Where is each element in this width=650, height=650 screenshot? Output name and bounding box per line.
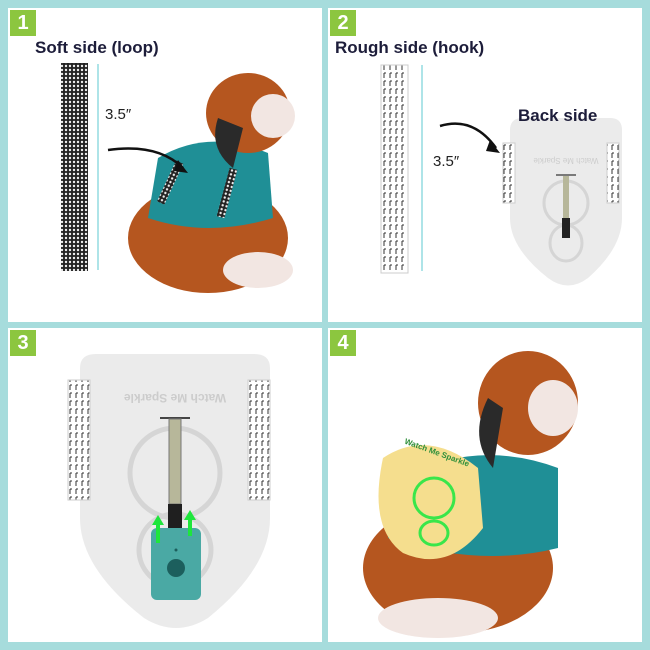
step-title: Rough side (hook) — [335, 38, 485, 57]
step-1-panel: 1 Soft side (loop) 3.5″ — [8, 8, 322, 322]
loop-strip-illustration — [61, 63, 295, 293]
hook-strip-illustration: Watch Me Sparkle — [380, 64, 622, 286]
hook-strip — [380, 64, 409, 274]
length-label: 3.5″ — [105, 106, 132, 123]
step-2-panel: 2 Rough side (hook) Watch Me Sparkle Bac… — [328, 8, 642, 322]
step-title: Soft side (loop) — [35, 38, 159, 57]
step-3-panel: 3 Watch Me Sparkle — [8, 328, 322, 642]
step-badge: 3 — [10, 330, 36, 356]
back-side-label: Back side — [518, 106, 598, 125]
up-arrow-icon — [152, 510, 196, 543]
glowing-patch: Watch Me Sparkle — [378, 437, 483, 560]
dog-with-vest — [128, 73, 295, 293]
attach-tracker-illustration: Watch Me Sparkle — [67, 354, 271, 628]
loop-strip — [61, 63, 88, 271]
dog-wearing-patch-illustration: Watch Me Sparkle — [363, 351, 578, 638]
tracker-device — [151, 528, 201, 600]
step-4-panel: 4 Watch Me Sparkle — [328, 328, 642, 642]
length-label: 3.5″ — [433, 153, 460, 170]
step-badge: 1 — [10, 10, 36, 36]
patch-text-mirrored: Watch Me Sparkle — [533, 156, 599, 165]
step-badge: 2 — [330, 10, 356, 36]
step-badge: 4 — [330, 330, 356, 356]
patch-text-mirrored: Watch Me Sparkle — [124, 391, 227, 405]
arrow-icon — [439, 122, 498, 149]
patch-back-side: Watch Me Sparkle — [502, 118, 622, 286]
